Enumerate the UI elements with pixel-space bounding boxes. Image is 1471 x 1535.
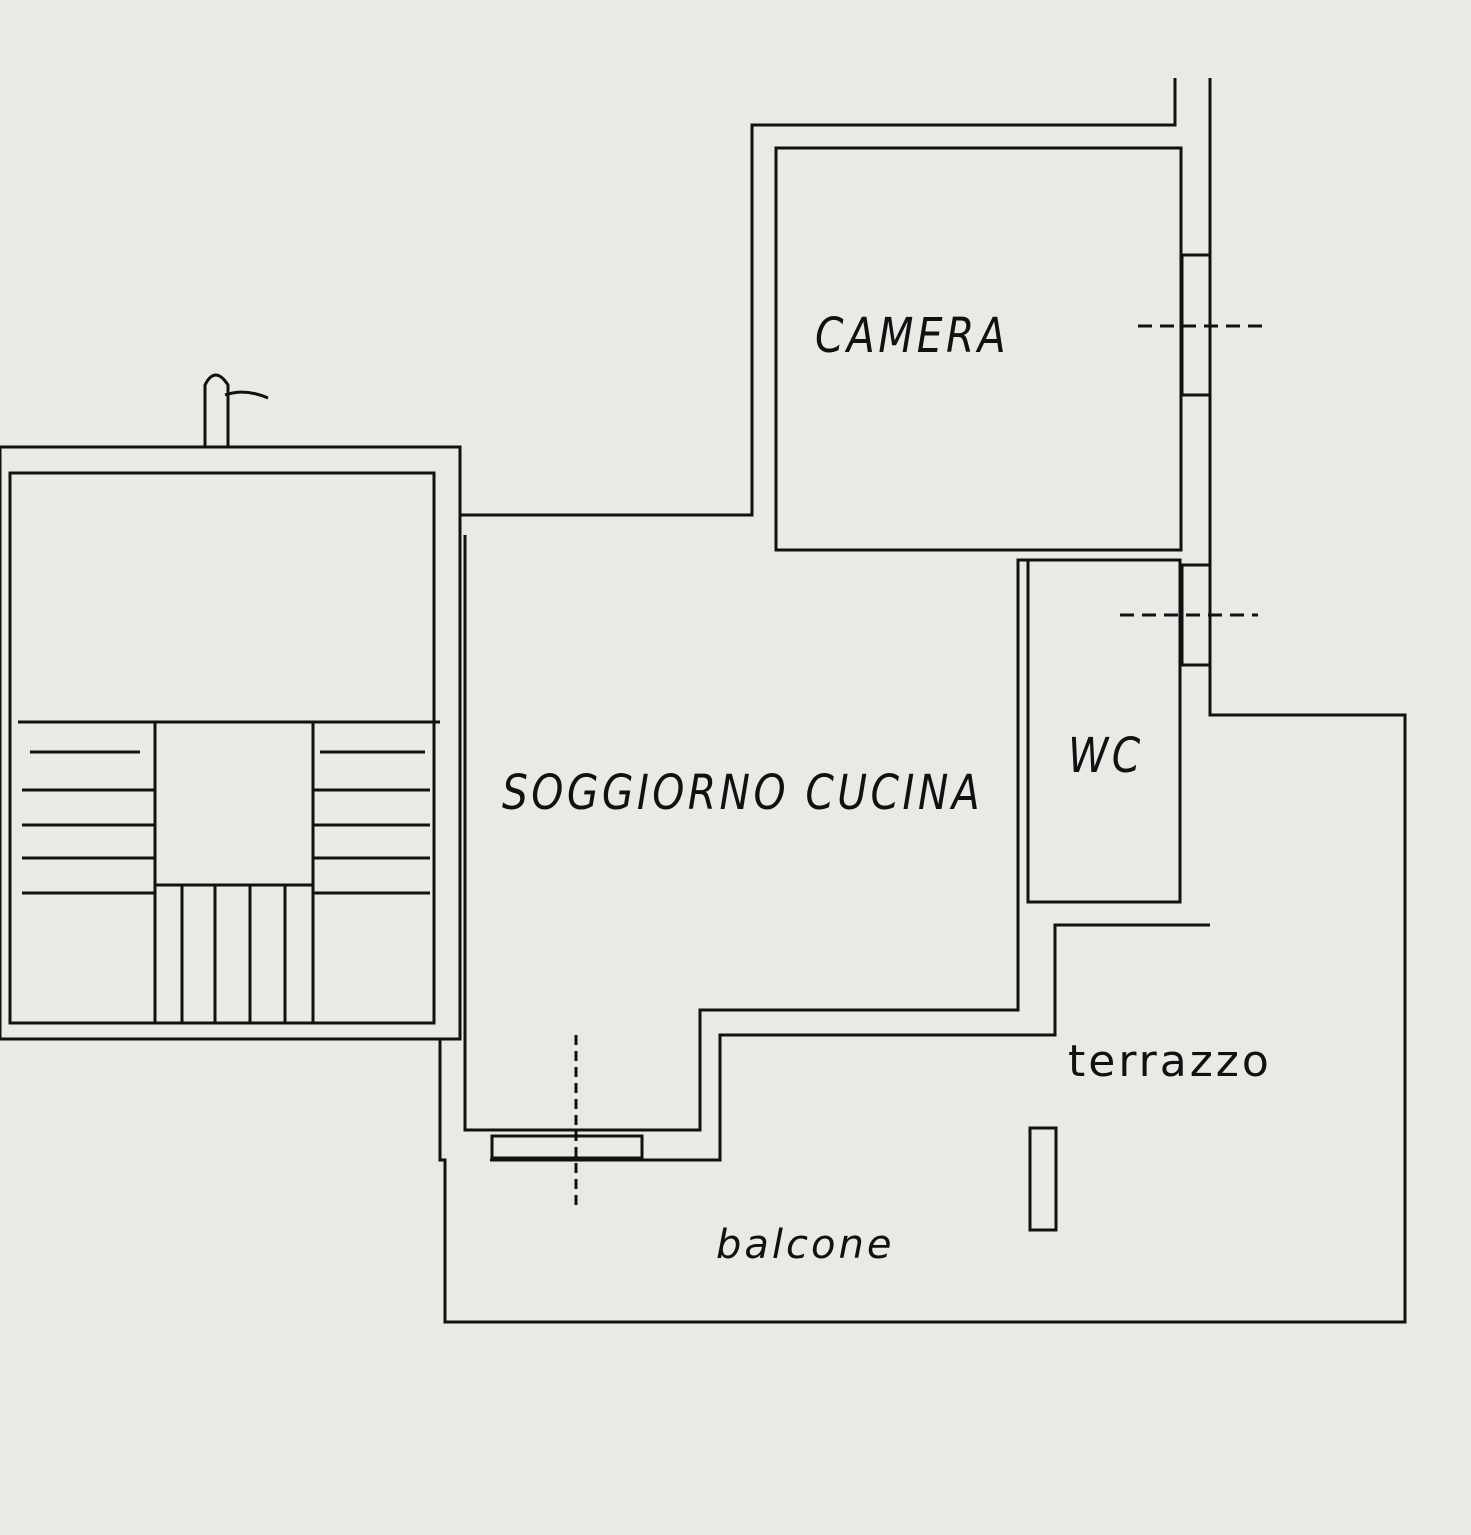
room-label-soggiorno-cucina: SOGGIORNO CUCINA [502,765,984,821]
room-label-wc: WC [1068,728,1144,784]
room-label-balcone: balcone [716,1222,895,1268]
stairwell [0,373,462,1041]
apartment-walls [438,78,1407,1324]
room-label-camera: CAMERA [815,308,1010,364]
room-label-terrazzo: terrazzo [1068,1036,1272,1087]
